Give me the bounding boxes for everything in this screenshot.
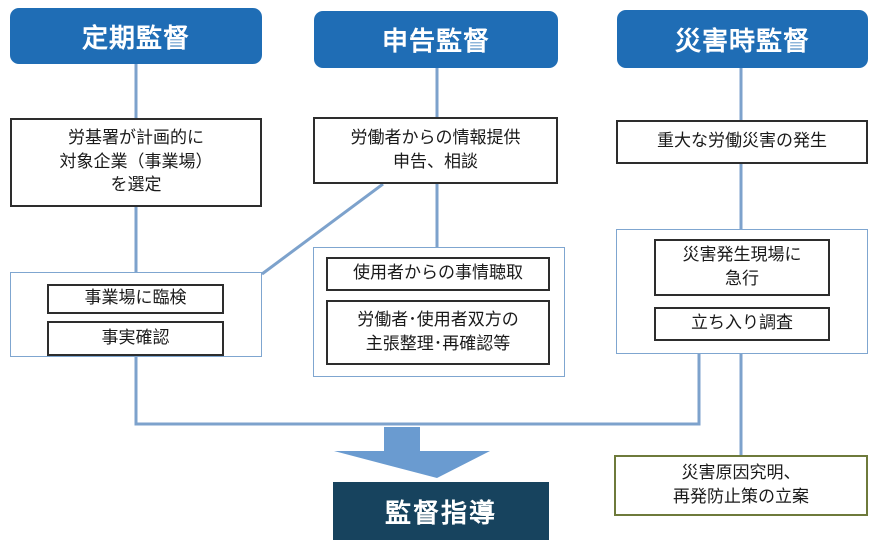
periodic-step-inspection: 事業場に臨検 [47,284,224,314]
disaster-trigger-box: 重大な労働災害の発生 [616,120,868,164]
complaint-intake-line-2: 申告、相談 [393,151,478,172]
header-periodic-label: 定期監督 [81,23,190,54]
header-complaint-label: 申告監督 [381,27,490,57]
header-disaster-supervision: 災害時監督 [617,10,868,68]
periodic-step-fact-check-label: 事実確認 [101,327,170,348]
header-complaint-supervision: 申告監督 [314,11,558,68]
complaint-intake-box: 労働者からの情報提供 申告、相談 [313,117,558,184]
periodic-selection-line-3: を選定 [110,175,162,196]
disaster-outcome-box: 災害原因究明、 再発防止策の立案 [614,455,868,516]
disaster-step-rush-line-1: 災害発生現場に [682,245,802,266]
disaster-outcome-line-2: 再発防止策の立案 [673,486,809,507]
header-disaster-label: 災害時監督 [674,26,810,57]
periodic-target-selection-box: 労基署が計画的に 対象企業（事業場） を選定 [10,118,262,207]
disaster-step-on-site-inspection: 立ち入り調査 [654,307,830,341]
disaster-trigger-label: 重大な労働災害の発生 [657,131,827,152]
complaint-step-claims-review: 労働者･使用者双方の 主張整理･再確認等 [326,300,550,365]
complaint-step-review-line-1: 労働者･使用者双方の [357,310,519,331]
connector-merge-line [134,354,701,426]
complaint-step-review-line-2: 主張整理･再確認等 [365,333,511,354]
down-arrow-to-result [334,427,490,478]
disaster-outcome-line-1: 災害原因究明、 [681,463,801,484]
complaint-step-hearing-label: 使用者からの事情聴取 [353,263,523,284]
disaster-step-inspection-label: 立ち入り調査 [691,313,793,334]
connector-complaint-to-periodic [261,182,384,276]
complaint-step-employer-hearing: 使用者からの事情聴取 [326,257,550,291]
disaster-step-rush-line-2: 急行 [725,268,759,289]
periodic-step-inspection-label: 事業場に臨検 [84,288,187,309]
header-periodic-supervision: 定期監督 [10,8,262,64]
complaint-intake-line-1: 労働者からの情報提供 [350,128,521,149]
periodic-step-fact-check: 事実確認 [47,321,224,356]
result-supervision-guidance: 監督指導 [333,482,549,540]
result-label: 監督指導 [384,498,497,529]
disaster-step-rush-to-site: 災害発生現場に 急行 [654,239,830,296]
periodic-selection-line-1: 労基署が計画的に [68,128,204,149]
periodic-selection-line-2: 対象企業（事業場） [59,151,213,172]
